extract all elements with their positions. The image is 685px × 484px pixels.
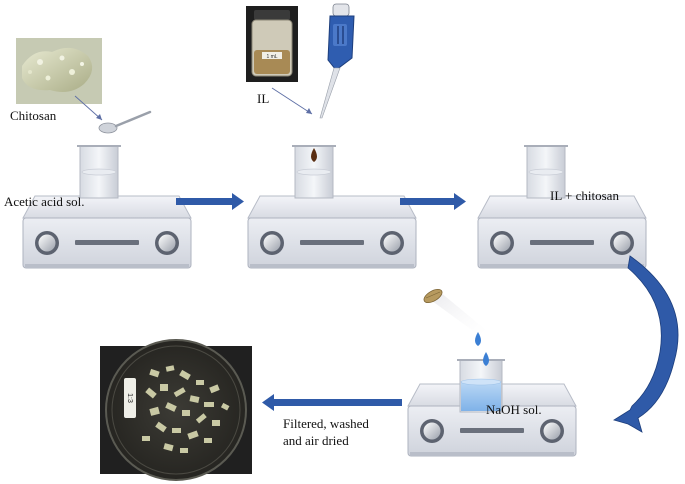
stirrer-station-2 xyxy=(247,145,417,269)
acetic-acid-label: Acetic acid sol. xyxy=(4,194,85,209)
brown-droplet-icon xyxy=(311,148,317,162)
dish-tag: 1:3 xyxy=(126,393,133,403)
chitosan-powder-image xyxy=(16,38,102,104)
flow-arrow-3 xyxy=(262,394,402,411)
jar-tag: 1 mL xyxy=(266,54,277,60)
spoon-icon xyxy=(98,110,152,134)
filtered-label-line1: Filtered, washed xyxy=(283,416,369,431)
ionic-liquid-jar-icon: 1 mL xyxy=(246,6,298,82)
petri-dish-image: 1:3 xyxy=(100,339,252,481)
powder-to-spoon-line xyxy=(74,95,103,121)
blue-droplet-icon xyxy=(475,332,481,346)
il-chitosan-label: IL + chitosan xyxy=(550,188,619,203)
filtered-label-line2: and air dried xyxy=(283,433,349,448)
stirrer-station-3 xyxy=(477,145,647,269)
il-label: IL xyxy=(257,91,270,106)
blue-droplet-icon-2 xyxy=(483,352,489,366)
naoh-label: NaOH sol. xyxy=(486,402,542,417)
curved-arrow xyxy=(613,255,679,433)
chitosan-label: Chitosan xyxy=(10,108,57,123)
flow-arrow-2 xyxy=(400,193,466,210)
il-pointer-line xyxy=(271,87,313,115)
dropper-icon xyxy=(423,288,486,336)
stirrer-station-4 xyxy=(407,359,577,457)
flow-arrow-1 xyxy=(176,193,244,210)
micropipette-icon xyxy=(319,3,355,119)
